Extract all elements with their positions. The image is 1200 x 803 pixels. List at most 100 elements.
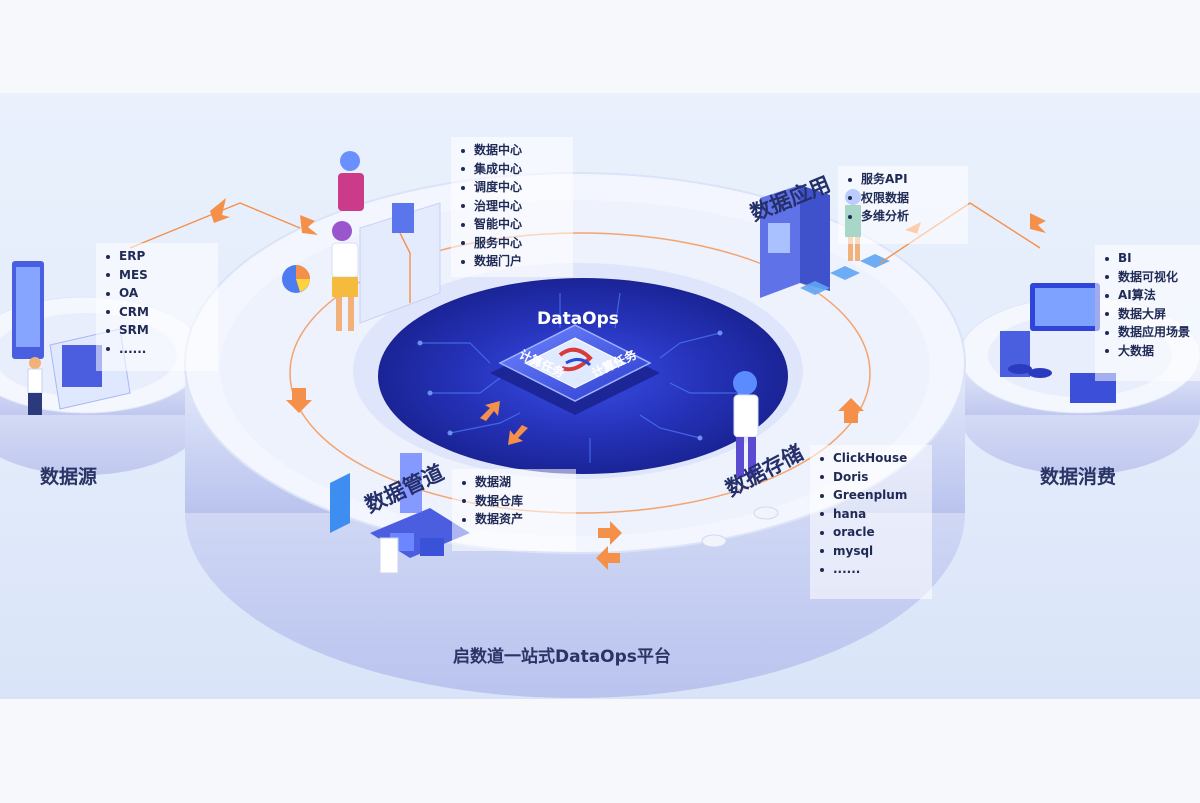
bullet-icon [848,214,852,219]
list-item: 集成中心 [461,160,565,179]
bullet-icon [848,177,852,182]
list-item: 数据资产 [462,510,568,529]
list-item-text: oracle [833,525,875,539]
bullet-icon [106,310,110,314]
list-item-text: ...... [119,341,147,356]
list-item-text: 大数据 [1118,343,1155,358]
bullet-icon [461,167,465,171]
list-item-text: 数据资产 [475,512,524,526]
bullet-icon [461,185,465,190]
bullet-icon [820,475,824,479]
bullet-icon [820,493,824,498]
list-item: 服务API [848,170,960,189]
bullet-icon [462,517,466,522]
list-item: MES [106,266,210,285]
list-item-text: ERP [119,249,146,263]
bullet-icon [461,222,465,227]
list-item: SRM [106,321,210,340]
bullet-icon [106,347,110,351]
list-item: 大数据 [1105,342,1200,361]
list-item-text: 数据门户 [474,254,523,268]
list-item: Greenplum [820,486,924,505]
bullet-icon [820,567,824,572]
list-item: ClickHouse [820,449,924,468]
list-item-text: Greenplum [833,488,908,502]
list-item: 智能中心 [461,215,565,234]
bullet-icon [1105,256,1109,261]
list-item-text: 数据仓库 [475,493,524,508]
pipeline-list: 数据湖数据仓库数据资产 [452,469,576,551]
list-item-text: 服务中心 [474,235,523,250]
consumption-devices [1000,283,1116,403]
bullet-icon [820,530,824,535]
bullet-icon [462,480,466,485]
list-item-text: 数据中心 [474,143,523,157]
list-item: ...... [106,340,210,359]
pipeline-blocks [330,453,470,574]
list-item-text: BI [1118,251,1132,265]
list-item-text: CRM [119,304,149,319]
application-list: 服务API 权限数据多维分析 [838,166,968,244]
list-item: 数据应用场景 [1105,323,1200,342]
list-item-text: 多维分析 [861,209,910,223]
bullet-icon [1105,312,1109,316]
bullet-icon [820,512,824,516]
list-item-text: mysql [833,543,874,558]
consumption-list: BI 数据可视化 AI算法数据大屏数据应用场景大数据 [1095,245,1200,381]
list-item: 数据可视化 [1105,268,1200,287]
list-item-text: 服务API [861,172,908,186]
list-item-text: 调度中心 [474,180,523,194]
list-item-text: 集成中心 [474,161,523,176]
dataops-chip [490,324,660,415]
bullet-icon [106,291,110,296]
list-item-text: ClickHouse [833,451,908,465]
list-item: ...... [820,560,924,579]
bullet-icon [462,499,466,503]
list-item-text: MES [119,267,148,282]
flow-arrows [210,198,1046,570]
list-item: CRM [106,303,210,322]
list-item: 服务中心 [461,234,565,253]
list-item-text: 数据湖 [475,475,512,489]
bullet-icon [106,273,110,277]
list-item: OA [106,284,210,303]
list-item-text: ...... [833,562,861,576]
list-item-text: AI算法 [1118,288,1156,302]
list-item: 多维分析 [848,207,960,226]
consumption-label: 数据消费 [1040,466,1117,488]
bullet-icon [106,254,110,259]
list-item-text: 智能中心 [474,217,523,231]
list-item: 数据门户 [461,252,565,271]
bullet-icon [1105,293,1109,298]
bullet-icon [820,549,824,553]
bullet-icon [1105,330,1109,335]
list-item: ERP [106,247,210,266]
list-item: mysql [820,542,924,561]
bullet-icon [461,241,465,245]
application-server [760,185,890,298]
bullet-icon [461,204,465,208]
list-item-text: 数据应用场景 [1118,325,1191,339]
list-item: 权限数据 [848,189,960,208]
bullet-icon [461,148,465,153]
list-item-text: Doris [833,469,869,484]
list-item: 数据大屏 [1105,305,1200,324]
module-workstation [282,151,441,331]
source-label: 数据源 [40,466,98,488]
module-list: 数据中心集成中心调度中心治理中心智能中心服务中心数据门户 [451,137,573,277]
list-item-text: 权限数据 [861,190,910,205]
bullet-icon [106,328,110,333]
list-item: 数据湖 [462,473,568,492]
list-item-text: 数据大屏 [1118,306,1167,321]
list-item-text: 数据可视化 [1118,269,1179,284]
list-item: 调度中心 [461,178,565,197]
bullet-icon [848,196,852,200]
list-item: hana [820,505,924,524]
bullet-icon [461,259,465,264]
diagram-graphics [0,151,1200,698]
platform-title: 启数道一站式DataOps平台 [453,647,671,667]
bullet-icon [1105,275,1109,279]
